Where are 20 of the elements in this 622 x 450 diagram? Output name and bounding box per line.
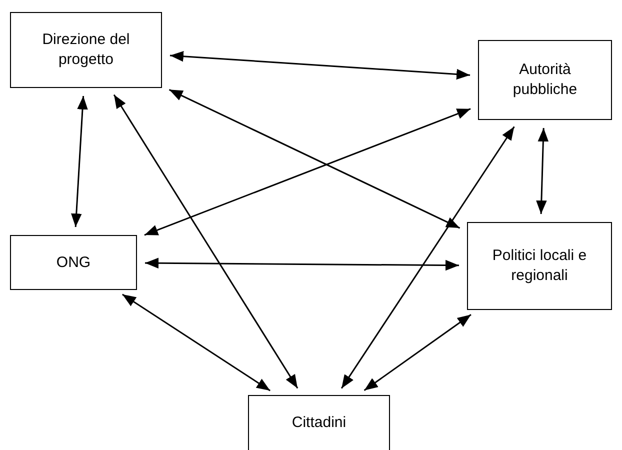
- entity-box: [10, 235, 137, 290]
- double-arrow: [170, 50, 470, 80]
- entity-box: [10, 12, 162, 88]
- double-arrow: [364, 314, 472, 391]
- box-label: Autorità pubbliche: [512, 60, 578, 100]
- double-arrow: [145, 258, 459, 271]
- box-label: ONG: [56, 252, 91, 272]
- double-arrow: [122, 294, 270, 392]
- entity-box: [248, 395, 390, 450]
- double-arrow: [144, 108, 471, 236]
- double-arrow: [71, 96, 88, 228]
- box-label: Politici locali e regionali: [491, 246, 588, 286]
- entity-box: [467, 222, 612, 310]
- box-label: Direzione del progetto: [41, 30, 131, 70]
- double-arrow: [536, 128, 549, 214]
- box-label: Cittadini: [292, 413, 346, 433]
- double-arrow: [113, 94, 298, 389]
- entity-box: [478, 40, 612, 120]
- double-arrow: [340, 126, 515, 389]
- double-arrow: [168, 88, 460, 229]
